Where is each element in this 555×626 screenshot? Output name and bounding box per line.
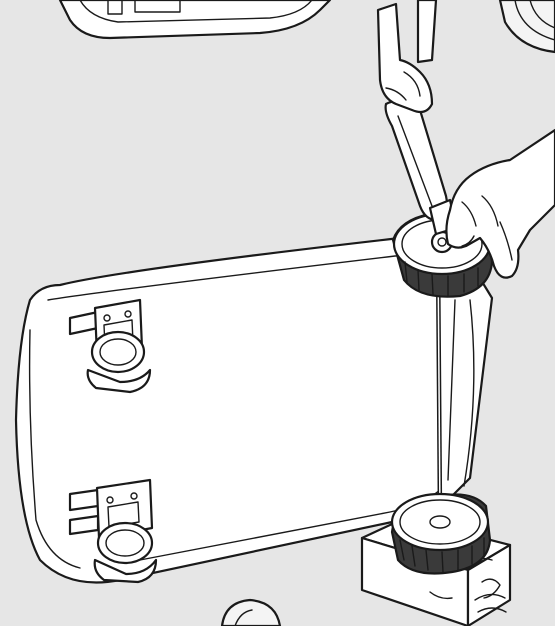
hammer-icon (386, 101, 456, 234)
hand-upper-icon (378, 0, 436, 112)
wheel-fragment-top-right (500, 0, 555, 52)
cart-top-fragment (60, 0, 330, 38)
rear-wheel-lower (392, 494, 490, 574)
part-fragment-bottom (222, 600, 280, 626)
